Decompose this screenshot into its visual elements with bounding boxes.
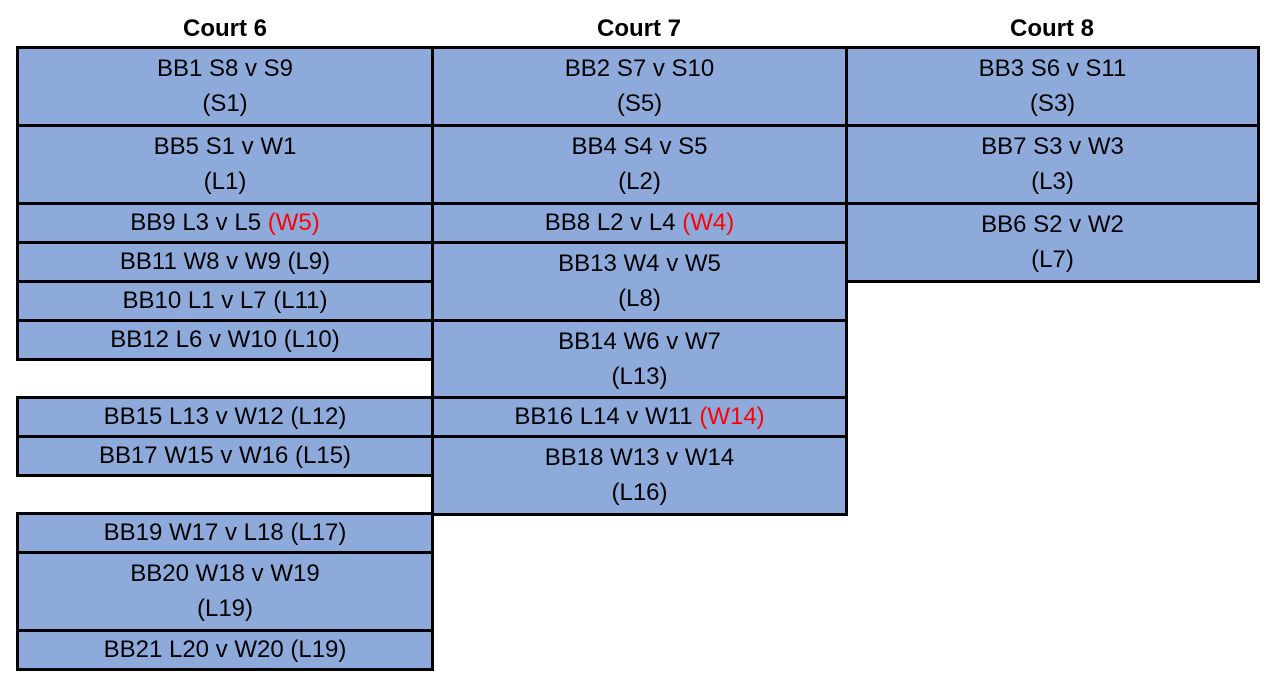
match-cell: BB17 W15 v W16 (L15) (16, 435, 434, 477)
match-result: (L19) (196, 595, 254, 622)
match-text: BB11 W8 v W9 (L9) (119, 248, 331, 275)
match-text: BB2 S7 v S10 (564, 55, 715, 82)
match-cell: BB11 W8 v W9 (L9) (16, 241, 434, 283)
match-text: BB14 W6 v W7 (558, 328, 721, 355)
match-cell: BB2 S7 v S10 (S5) (431, 46, 848, 127)
match-result: (L1) (203, 168, 247, 195)
match-cell: BB9 L3 v L5 (W5) (16, 202, 434, 244)
match-cell: BB10 L1 v L7 (L11) (16, 280, 434, 322)
match-result: (L2) (618, 168, 661, 195)
match-cell: BB18 W13 v W14 (L16) (431, 435, 848, 516)
winner-highlight: (W14) (699, 403, 765, 430)
match-text: BB12 L6 v W10 (L10) (110, 326, 340, 353)
match-cell: BB8 L2 v L4 (W4) (431, 202, 848, 244)
court-6-header: Court 6 (183, 15, 267, 42)
match-cell: BB13 W4 v W5 (L8) (431, 241, 848, 322)
match-text: BB8 L2 v L4 (W4) (545, 208, 734, 238)
match-text: BB18 W13 v W14 (544, 444, 735, 471)
match-cell: BB3 S6 v S11 (S3) (845, 46, 1260, 127)
match-cell: BB4 S4 v S5 (L2) (431, 124, 848, 205)
court-8-header: Court 8 (1010, 15, 1094, 42)
match-text: BB19 W17 v L18 (L17) (103, 519, 347, 546)
match-text: BB6 S2 v W2 (981, 211, 1124, 238)
match-cell: BB16 L14 v W11 (W14) (431, 396, 848, 438)
match-text-main: BB9 L3 v L5 (130, 209, 262, 236)
match-result: (L3) (1031, 168, 1074, 195)
match-cell: BB21 L20 v W20 (L19) (16, 629, 434, 671)
match-result: (S5) (616, 90, 663, 117)
match-cell: BB20 W18 v W19 (L19) (16, 551, 434, 632)
match-text-main: BB16 L14 v W11 (514, 403, 693, 430)
match-cell: BB6 S2 v W2 (L7) (845, 202, 1260, 283)
match-text: BB15 L13 v W12 (L12) (103, 403, 347, 430)
match-text: BB4 S4 v S5 (571, 133, 708, 160)
match-result: (L13) (611, 363, 668, 390)
match-cell: BB5 S1 v W1 (L1) (16, 124, 434, 205)
match-text: BB13 W4 v W5 (558, 250, 721, 277)
match-text: BB5 S1 v W1 (153, 133, 297, 160)
match-cell: BB7 S3 v W3 (L3) (845, 124, 1260, 205)
match-text: BB3 S6 v S11 (978, 55, 1127, 82)
match-cell: BB1 S8 v S9 (S1) (16, 46, 434, 127)
match-text: BB1 S8 v S9 (156, 55, 294, 82)
match-text: BB20 W18 v W19 (130, 560, 320, 587)
match-text: BB16 L14 v W11 (W14) (514, 402, 764, 432)
match-cell: BB12 L6 v W10 (L10) (16, 319, 434, 361)
match-text: BB21 L20 v W20 (L19) (103, 636, 347, 663)
match-text: BB9 L3 v L5 (W5) (130, 208, 319, 238)
match-text: BB10 L1 v L7 (L11) (122, 287, 328, 314)
match-cell: BB19 W17 v L18 (L17) (16, 512, 434, 554)
match-cell: BB14 W6 v W7 (L13) (431, 319, 848, 400)
match-result: (L8) (618, 285, 661, 312)
winner-highlight: (W5) (267, 209, 320, 236)
court-7-header: Court 7 (597, 15, 681, 42)
match-cell: BB15 L13 v W12 (L12) (16, 396, 434, 438)
match-result: (S1) (202, 90, 248, 117)
match-result: (L7) (1031, 246, 1074, 273)
winner-highlight: (W4) (682, 209, 735, 236)
match-text: BB17 W15 v W16 (L15) (98, 442, 352, 469)
match-result: (L16) (611, 479, 668, 506)
match-text: BB7 S3 v W3 (981, 133, 1124, 160)
match-result: (S3) (1029, 90, 1076, 117)
match-text-main: BB8 L2 v L4 (544, 209, 676, 236)
